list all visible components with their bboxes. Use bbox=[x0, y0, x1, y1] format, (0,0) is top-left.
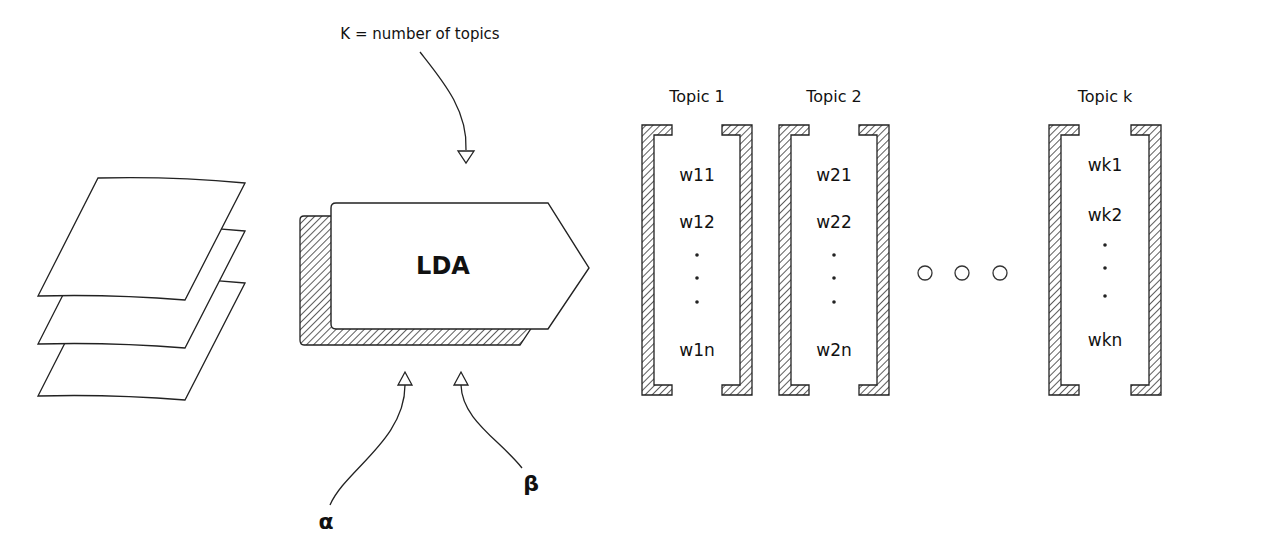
word-entry: wk2 bbox=[1088, 204, 1123, 226]
document-stack bbox=[38, 178, 245, 400]
topic-heading: Topic k bbox=[1078, 86, 1133, 108]
ellipsis-circles bbox=[918, 266, 1007, 280]
word-entry: wk1 bbox=[1088, 154, 1123, 176]
model-block: LDA bbox=[330, 202, 590, 330]
bracket-outline bbox=[1043, 85, 1167, 397]
topic-heading: Topic 1 bbox=[669, 86, 725, 108]
topic-column: Topic 2 w21 w22 w2n bbox=[773, 85, 895, 397]
topic-heading: Topic 2 bbox=[806, 86, 862, 108]
word-entry: w12 bbox=[679, 211, 715, 233]
word-entry: w2n bbox=[816, 339, 852, 361]
parameter-symbol: α bbox=[318, 510, 333, 534]
model-name: LDA bbox=[416, 255, 470, 277]
word-entry: wkn bbox=[1088, 329, 1123, 351]
topic-column: Topic k wk1 wk2 wkn bbox=[1043, 85, 1167, 397]
word-entry: w11 bbox=[679, 164, 715, 186]
parameter-note: K = number of topics bbox=[340, 22, 499, 46]
topic-column: Topic 1 w11 w12 w1n bbox=[636, 85, 758, 397]
word-entry: w21 bbox=[816, 164, 852, 186]
word-entry: w1n bbox=[679, 339, 715, 361]
word-entry: w22 bbox=[816, 211, 852, 233]
parameter-symbol: β bbox=[523, 472, 539, 496]
